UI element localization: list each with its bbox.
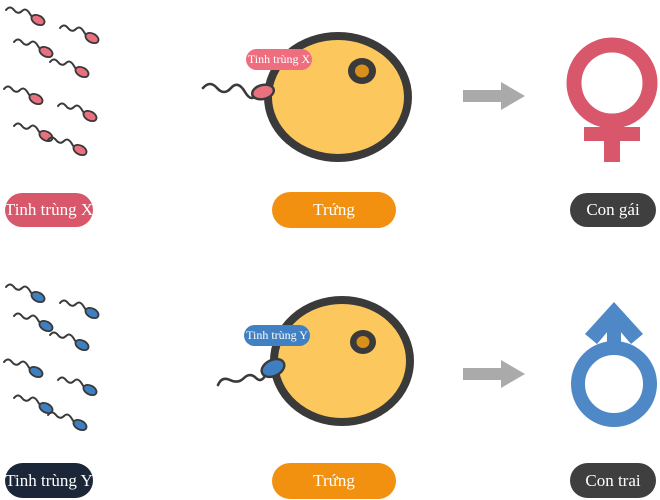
sperm-icon	[59, 24, 100, 45]
sperm-icon	[57, 102, 98, 123]
fertilizing-sperm-x	[201, 82, 276, 101]
label-result-girl: Con gái	[570, 193, 656, 227]
sperm-tag-x: Tinh trùng X	[246, 49, 312, 70]
sperm-icon	[3, 358, 44, 379]
sperm-icon	[5, 6, 46, 27]
sperm-icon	[13, 38, 54, 59]
sperm-icon	[5, 283, 46, 304]
label-egg: Trứng	[272, 463, 396, 499]
sperm-cluster-x	[3, 6, 100, 157]
label-sperm-x: Tinh trùng X	[5, 193, 93, 227]
sperm-icon	[49, 58, 90, 79]
arrow-right-icon	[463, 82, 525, 110]
sperm-cluster-y	[3, 283, 100, 432]
egg-y	[270, 296, 414, 426]
sperm-icon	[57, 376, 98, 397]
sperm-icon	[49, 331, 90, 352]
male-symbol-icon	[571, 302, 657, 427]
sperm-icon	[13, 312, 54, 333]
sperm-icon	[47, 411, 88, 432]
label-sperm-y: Tinh trùng Y	[5, 463, 93, 498]
sperm-icon	[47, 136, 88, 157]
sperm-icon	[59, 299, 100, 320]
arrow-right-icon	[463, 360, 525, 388]
sperm-tag-y: Tinh trùng Y	[244, 325, 310, 346]
label-egg: Trứng	[272, 192, 396, 228]
label-result-boy: Con trai	[570, 463, 656, 498]
sperm-icon	[3, 85, 44, 106]
fertilizing-sperm-y	[216, 357, 286, 387]
female-symbol-icon	[566, 37, 658, 162]
sperm-icon	[13, 394, 54, 415]
